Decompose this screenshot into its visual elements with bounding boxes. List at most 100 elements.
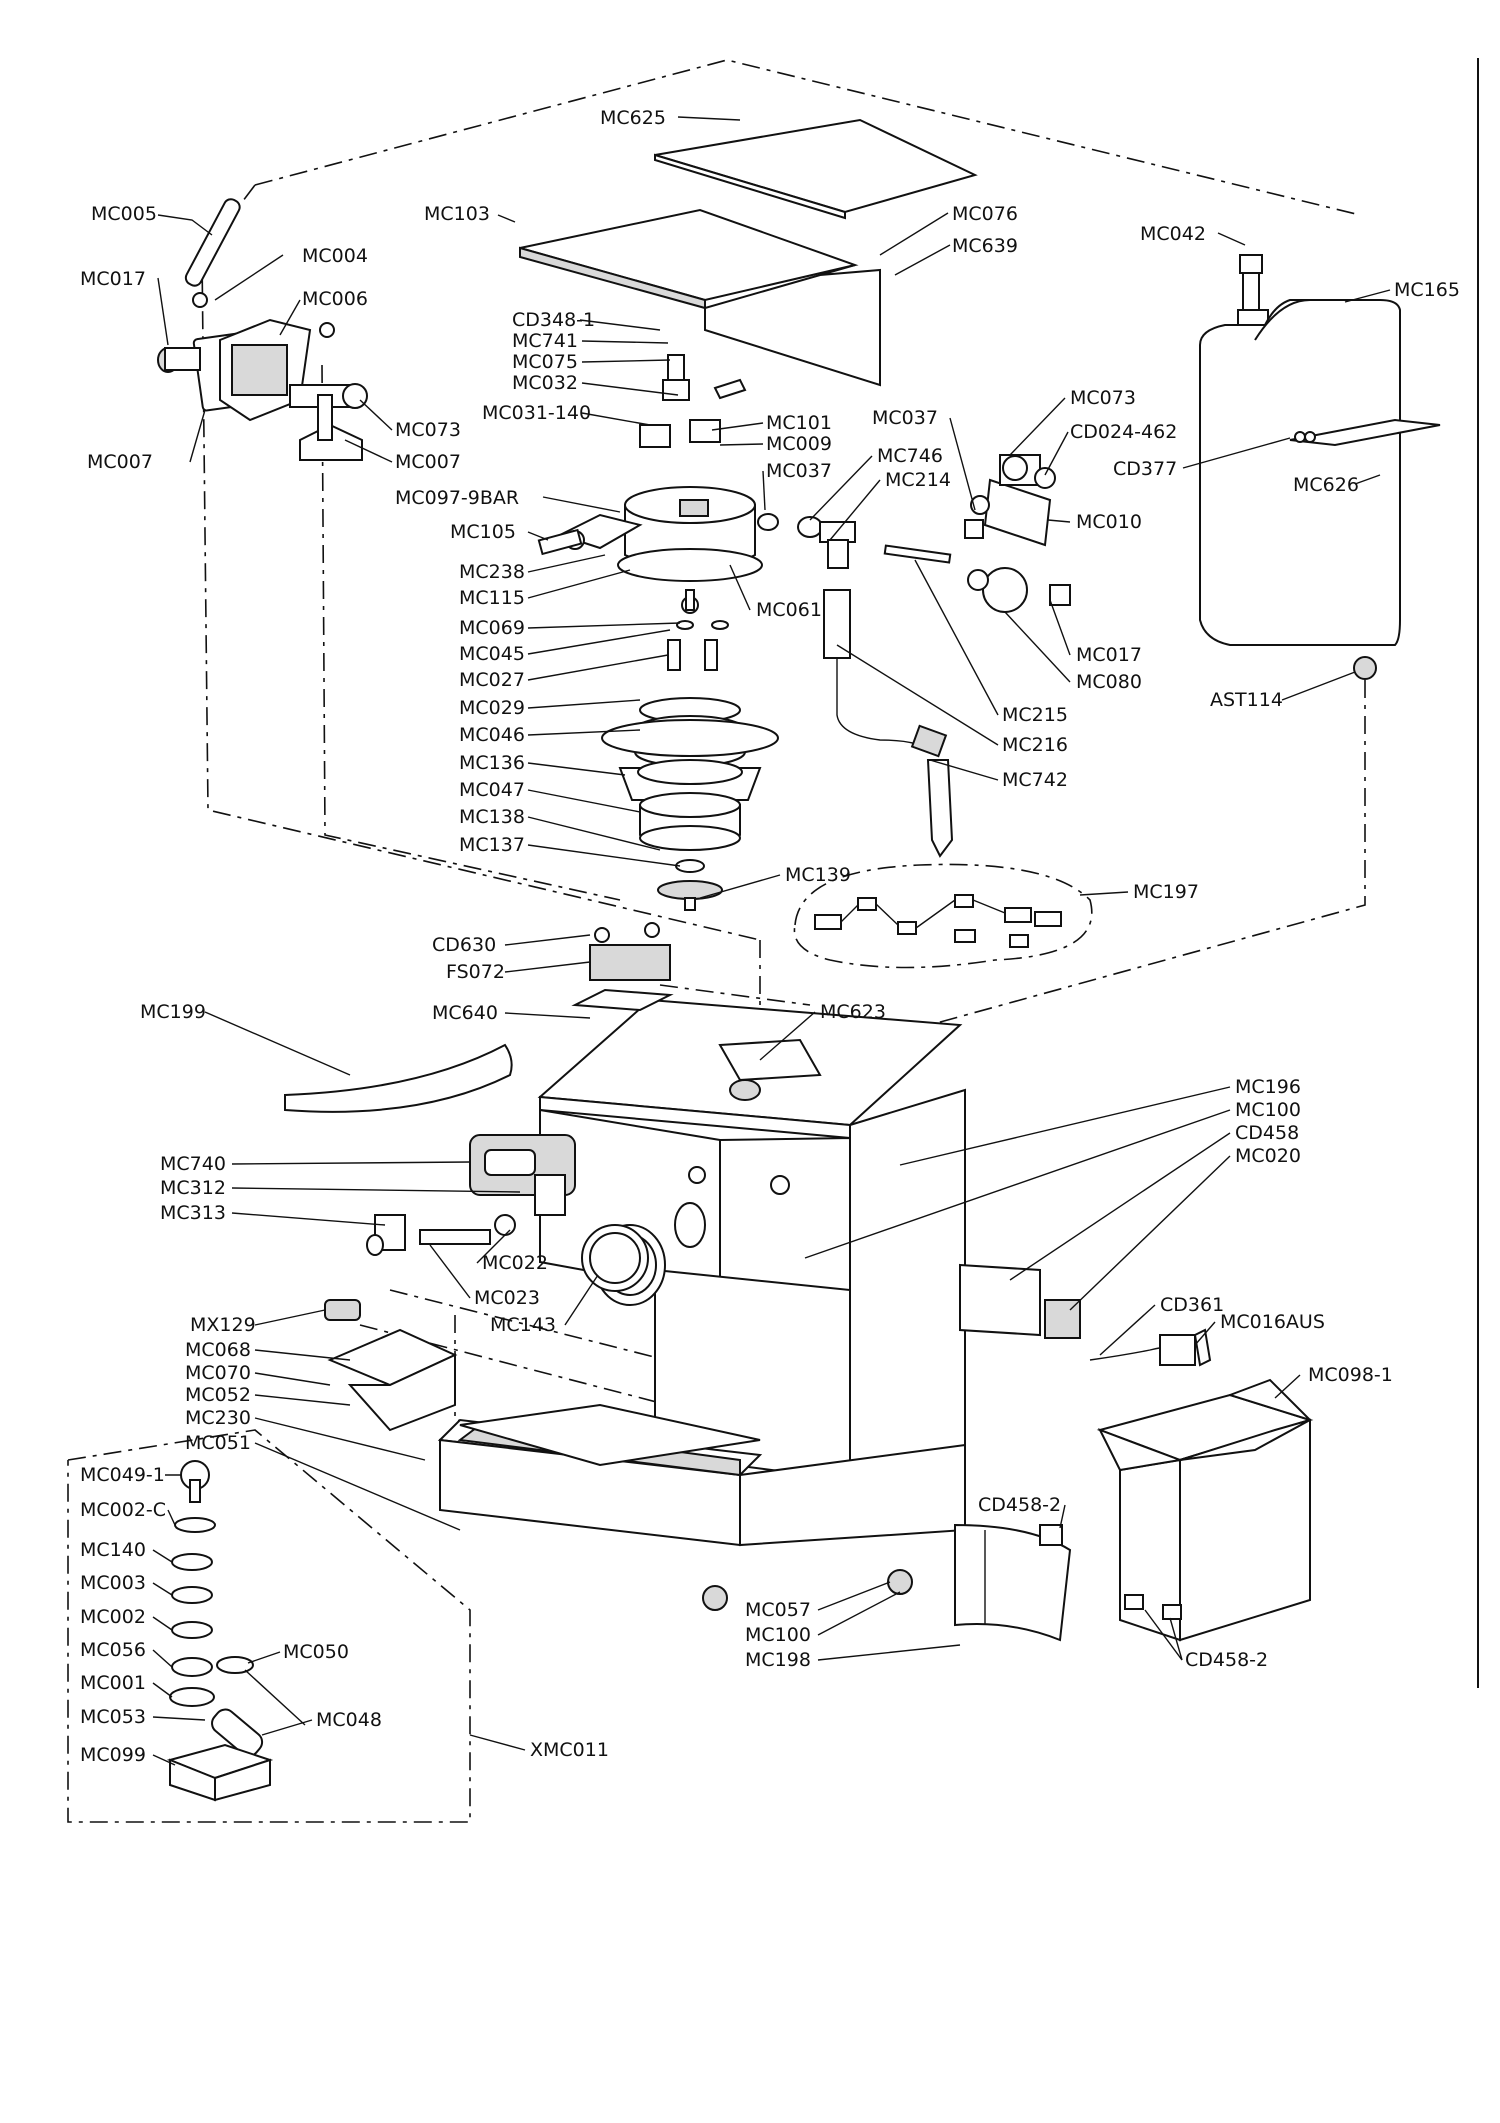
- label-mc009: MC009: [766, 433, 832, 455]
- label-mc045: MC045: [459, 643, 525, 665]
- label-mc031-140: MC031-140: [482, 402, 591, 424]
- label-mc099: MC099: [80, 1744, 146, 1766]
- label-mc020: MC020: [1235, 1145, 1301, 1167]
- label-mc004: MC004: [302, 245, 368, 267]
- label-mc198: MC198: [745, 1649, 811, 1671]
- label-mc140: MC140: [80, 1539, 146, 1561]
- label-cd630: CD630: [432, 934, 496, 956]
- label-mc740: MC740: [160, 1153, 226, 1175]
- label-mc623: MC623: [820, 1001, 886, 1023]
- label-cd348-1: CD348-1: [512, 309, 595, 331]
- label-mc214: MC214: [885, 469, 951, 491]
- machine-body: [284, 922, 1212, 1611]
- label-mc139: MC139: [785, 864, 851, 886]
- label-mc626: MC626: [1293, 474, 1359, 496]
- label-mc075: MC075: [512, 351, 578, 373]
- label-mc050: MC050: [283, 1641, 349, 1663]
- label-mc002: MC002: [80, 1606, 146, 1628]
- label-xmc011: XMC011: [530, 1739, 609, 1761]
- label-mc138: MC138: [459, 806, 525, 828]
- label-mc017-right: MC017: [1076, 644, 1142, 666]
- label-mc216: MC216: [1002, 734, 1068, 756]
- pump-assembly: [157, 198, 368, 461]
- steam-valve-assembly: [757, 454, 1071, 858]
- label-mc105: MC105: [450, 521, 516, 543]
- wiring-loom: [793, 863, 1093, 969]
- label-mc032: MC032: [512, 372, 578, 394]
- label-mc005: MC005: [91, 203, 157, 225]
- label-mc080: MC080: [1076, 671, 1142, 693]
- label-mx129: MX129: [190, 1314, 256, 1336]
- label-cd377: CD377: [1113, 458, 1177, 480]
- label-cd458-2-top: CD458-2: [978, 1494, 1061, 1516]
- water-tank: [1199, 254, 1441, 680]
- label-mc022: MC022: [482, 1252, 548, 1274]
- label-mc042: MC042: [1140, 223, 1206, 245]
- label-ast114: AST114: [1210, 689, 1283, 711]
- label-mc037-right: MC037: [872, 407, 938, 429]
- accessories: [166, 1460, 1072, 1802]
- label-mc230: MC230: [185, 1407, 251, 1429]
- label-mc238: MC238: [459, 561, 525, 583]
- label-mc101: MC101: [766, 412, 832, 434]
- label-mc098-1: MC098-1: [1308, 1364, 1393, 1386]
- label-mc103: MC103: [424, 203, 490, 225]
- label-mc037-center: MC037: [766, 460, 832, 482]
- label-mc017-top: MC017: [80, 268, 146, 290]
- label-fs072: FS072: [446, 961, 505, 983]
- label-mc006: MC006: [302, 288, 368, 310]
- label-mc742: MC742: [1002, 769, 1068, 791]
- label-mc061: MC061: [756, 599, 822, 621]
- label-mc639: MC639: [952, 235, 1018, 257]
- controls: [324, 1214, 649, 1432]
- label-mc073-left: MC073: [395, 419, 461, 441]
- label-mc007-left: MC007: [87, 451, 153, 473]
- label-mc746: MC746: [877, 445, 943, 467]
- label-mc010: MC010: [1076, 511, 1142, 533]
- label-mc027: MC027: [459, 669, 525, 691]
- label-mc070: MC070: [185, 1362, 251, 1384]
- label-mc741: MC741: [512, 330, 578, 352]
- label-mc215: MC215: [1002, 704, 1068, 726]
- label-mc313: MC313: [160, 1202, 226, 1224]
- label-mc143: MC143: [490, 1314, 556, 1336]
- label-mc069: MC069: [459, 617, 525, 639]
- label-mc029: MC029: [459, 697, 525, 719]
- label-mc136: MC136: [459, 752, 525, 774]
- label-mc197: MC197: [1133, 881, 1199, 903]
- label-mc047: MC047: [459, 779, 525, 801]
- label-mc068: MC068: [185, 1339, 251, 1361]
- label-mc199: MC199: [140, 1001, 206, 1023]
- label-cd361: CD361: [1160, 1294, 1224, 1316]
- part-labels: MC625 MC005 MC103 MC076 MC004 MC639 MC04…: [80, 107, 1460, 1766]
- label-mc115: MC115: [459, 587, 525, 609]
- leader-lines: [152, 116, 1391, 1766]
- label-cd024-462: CD024-462: [1070, 421, 1177, 443]
- shipping-box: [1096, 1378, 1314, 1642]
- label-mc052: MC052: [185, 1384, 251, 1406]
- label-mc076: MC076: [952, 203, 1018, 225]
- label-mc137: MC137: [459, 834, 525, 856]
- label-mc049-1: MC049-1: [80, 1464, 165, 1486]
- label-mc640: MC640: [432, 1002, 498, 1024]
- label-mc046: MC046: [459, 724, 525, 746]
- label-mc100-bottom: MC100: [745, 1624, 811, 1646]
- label-mc003: MC003: [80, 1572, 146, 1594]
- label-mc023: MC023: [474, 1287, 540, 1309]
- top-cover-mc103: [519, 208, 881, 387]
- label-mc312: MC312: [160, 1177, 226, 1199]
- label-cd458: CD458: [1235, 1122, 1299, 1144]
- top-cover-mc625: [654, 118, 978, 220]
- label-mc056: MC056: [80, 1639, 146, 1661]
- label-mc053: MC053: [80, 1706, 146, 1728]
- label-mc073-right: MC073: [1070, 387, 1136, 409]
- label-mc007-right: MC007: [395, 451, 461, 473]
- label-mc165: MC165: [1394, 279, 1460, 301]
- label-mc016aus: MC016AUS: [1220, 1311, 1325, 1333]
- boiler-assembly: [537, 354, 779, 911]
- label-mc051: MC051: [185, 1432, 251, 1454]
- label-mc196: MC196: [1235, 1076, 1301, 1098]
- label-mc057: MC057: [745, 1599, 811, 1621]
